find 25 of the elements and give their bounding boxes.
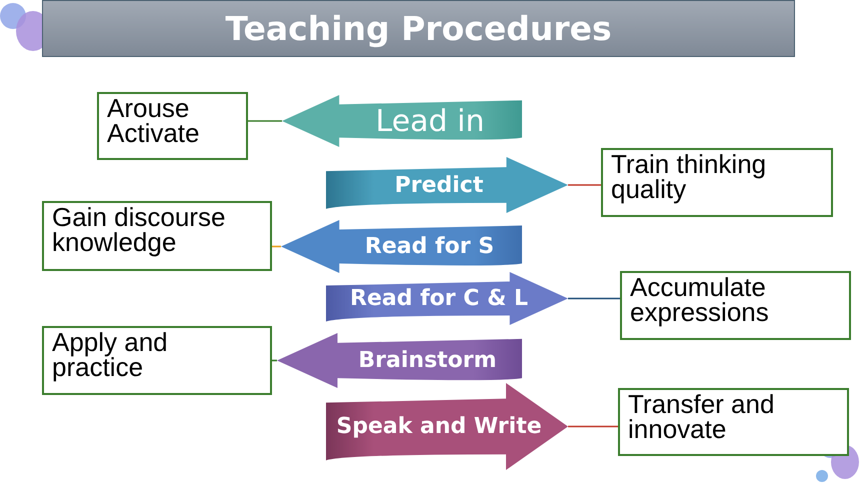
step-label: Predict — [394, 172, 484, 198]
step-label: Read for C & L — [350, 286, 528, 311]
connector-line — [568, 184, 601, 186]
title-banner: Teaching Procedures — [42, 0, 795, 57]
connector-line — [272, 360, 277, 362]
box-text: Train thinking quality — [611, 152, 768, 203]
text-box — [42, 326, 272, 395]
step-label: Speak and Write — [336, 414, 542, 439]
box-text: Apply and practice — [52, 330, 169, 381]
box-text: Arouse Activate — [107, 96, 200, 147]
box-text: Accumulate expressions — [630, 275, 770, 326]
box-text: Gain discourse knowledge — [52, 205, 226, 256]
step-label: Read for S — [364, 234, 494, 259]
text-box — [618, 388, 849, 456]
connector-line — [568, 298, 620, 300]
step-label: Brainstorm — [358, 348, 497, 373]
connector-line — [568, 426, 618, 428]
step-label: Lead in — [376, 104, 484, 138]
text-box — [620, 271, 851, 340]
text-box — [601, 148, 833, 217]
box-text: Transfer and innovate — [628, 392, 776, 443]
connector-line — [248, 120, 282, 122]
text-box — [97, 92, 248, 160]
text-box — [42, 201, 272, 271]
connector-line — [272, 246, 281, 248]
